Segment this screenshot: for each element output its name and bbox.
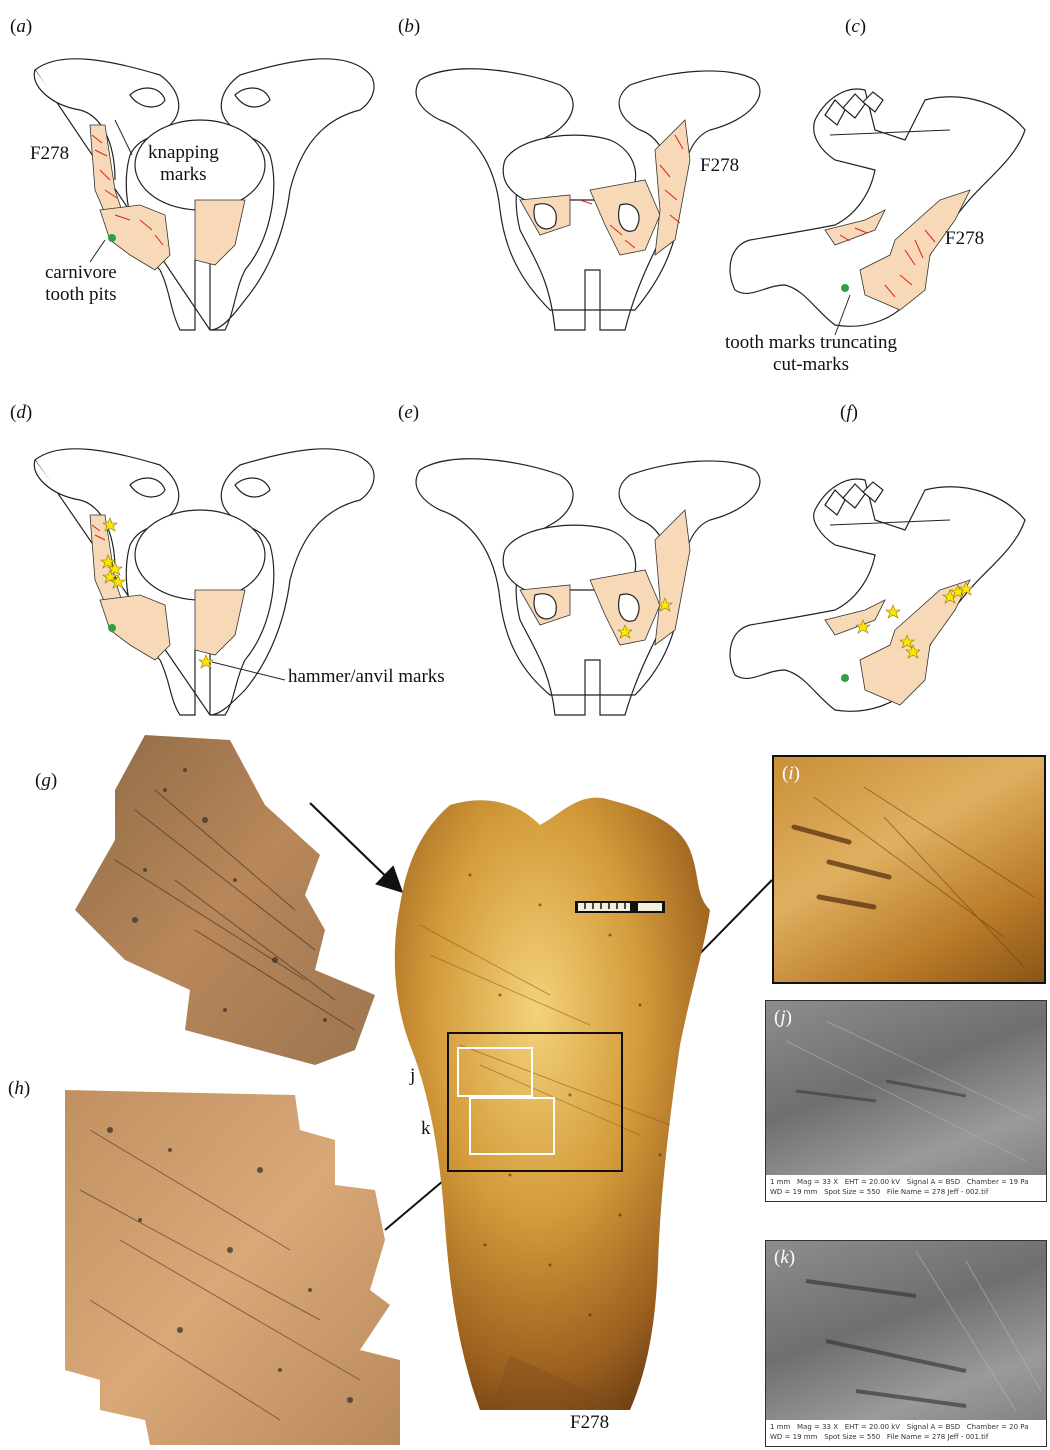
photo-caption: F278	[570, 1412, 609, 1434]
sem-j-marks	[766, 1001, 1046, 1176]
inset-i: (i)	[772, 755, 1046, 984]
sem-k-info: 1 mm Mag = 33 X EHT = 20.00 kV Signal A …	[766, 1420, 1046, 1446]
panel-label-j: (j)	[774, 1007, 792, 1029]
scale-bar	[575, 901, 665, 913]
photo-label-k: k	[421, 1118, 431, 1140]
panel-label-k: (k)	[774, 1247, 795, 1269]
sem-image-j: (j) 1 mm Mag = 33 X EHT = 20.00 kV Signa…	[765, 1000, 1047, 1202]
sem-image-k: (k) 1 mm Mag = 33 X EHT = 20.00 kV Signa…	[765, 1240, 1047, 1447]
photo-label-j: j	[410, 1065, 415, 1087]
sem-j-info: 1 mm Mag = 33 X EHT = 20.00 kV Signal A …	[766, 1175, 1046, 1201]
sem-k-marks	[766, 1241, 1046, 1421]
inset-i-marks	[774, 757, 1044, 982]
specimen-photo-f278	[390, 795, 730, 1415]
panel-label-i: (i)	[782, 763, 800, 785]
